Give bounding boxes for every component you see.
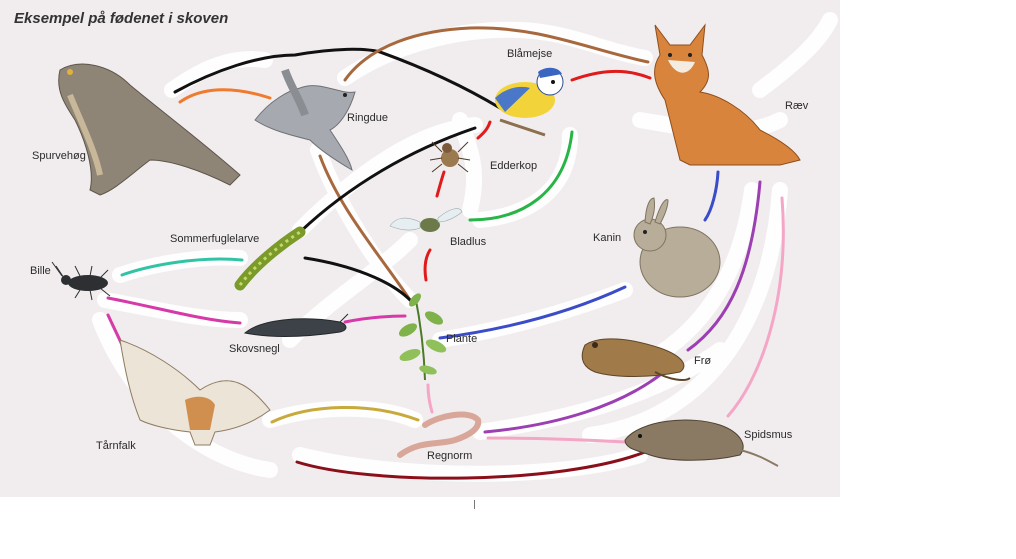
label-blamejse: Blåmejse: [507, 48, 553, 60]
label-skovsnegl: Skovsnegl: [229, 343, 280, 355]
spurvehog-illustration: [58, 63, 241, 196]
bottom-tick-mark: [474, 500, 475, 509]
skovsnegl-illustration: [243, 313, 349, 338]
plante-illustration: [398, 293, 447, 381]
raev-illustration: [654, 23, 801, 166]
link-plante-bladlus: [423, 248, 432, 282]
link-plante-kanin: [438, 285, 627, 340]
link-fro-raev: [686, 180, 762, 352]
link-kanin-raev: [703, 170, 720, 222]
link-regnorm-tarnfalk: [270, 405, 420, 424]
link-spidsmus-tarnfalk: [295, 450, 647, 480]
label-tarnfalk: Tårnfalk: [96, 440, 136, 452]
diagram-title: Eksempel på fødenet i skoven: [14, 10, 229, 27]
link-ringdue-orange: [178, 88, 272, 104]
link-larve-bille: [120, 257, 244, 277]
food-web-canvas: [51, 12, 838, 482]
label-spurvehog: Spurvehøg: [32, 150, 86, 162]
fro-illustration: [581, 338, 691, 381]
sommerfuglelarve-illustration: [234, 226, 306, 291]
ringdue-illustration: [254, 68, 356, 171]
link-blamejse-raev-red: [570, 70, 652, 82]
label-ringdue: Ringdue: [347, 112, 388, 124]
link-bladlus-blamejse: [468, 130, 574, 222]
feeding-links: [106, 26, 785, 480]
label-edderkop: Edderkop: [490, 160, 538, 172]
label-raev: Ræv: [785, 100, 809, 112]
label-fro: Frø: [694, 355, 712, 367]
link-plante-skovsnegl: [343, 314, 407, 324]
regnorm-illustration: [397, 411, 482, 458]
link-larve-blamejse: [298, 126, 477, 234]
kanin-illustration: [633, 197, 721, 298]
link-plante-ringdue: [318, 154, 412, 302]
food-web-diagram: Eksempel på fødenet i skoven Spurvehøg R…: [0, 0, 840, 497]
link-bladlus-edderkop: [435, 170, 446, 198]
label-bille: Bille: [30, 265, 51, 277]
link-skovsnegl-bille: [106, 296, 242, 325]
blamejse-illustration: [495, 67, 564, 137]
label-plante: Plante: [446, 333, 478, 345]
label-spidsmus: Spidsmus: [744, 429, 793, 441]
edderkop-illustration: [429, 141, 471, 173]
link-blamejse-spurvehog: [378, 50, 502, 110]
link-regnorm-spidsmus: [486, 436, 627, 444]
link-blamejse-raev: [343, 26, 650, 82]
link-regnorm-fro: [483, 373, 662, 434]
link-plante-larve: [303, 256, 412, 302]
label-kanin: Kanin: [593, 232, 622, 244]
link-edderkop-blamejse: [476, 120, 492, 140]
bille-illustration: [51, 261, 111, 301]
label-sommerfuglelarve: Sommerfuglelarve: [170, 233, 260, 245]
label-bladlus: Bladlus: [450, 236, 487, 248]
link-ringdue-spurvehog: [173, 47, 382, 94]
spidsmus-illustration: [624, 419, 779, 467]
link-plante-regnorm: [426, 383, 434, 414]
link-spidsmus-raev: [726, 196, 785, 418]
label-regnorm: Regnorm: [427, 450, 473, 462]
tarnfalk-illustration: [119, 339, 271, 446]
bladlus-illustration: [389, 208, 463, 232]
